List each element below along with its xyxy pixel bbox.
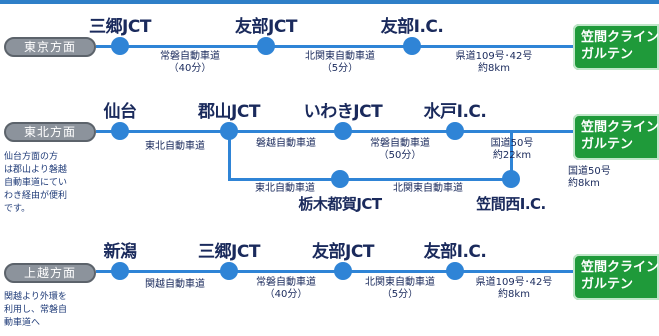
destination-badge: 笠間クライン ガルテン bbox=[573, 254, 659, 300]
node-misato-jct bbox=[111, 37, 129, 55]
station-label: 新潟 bbox=[103, 242, 138, 262]
route-branch-line bbox=[228, 131, 231, 181]
route-note: 関越より外環を 利用し、常磐自 動車道へ bbox=[4, 292, 68, 328]
station-label: 栃木都賀JCT bbox=[298, 195, 382, 213]
segment-label: 国道50号 約8km bbox=[568, 166, 611, 189]
node-koriyama-jct bbox=[220, 122, 238, 140]
station-label: 水戸I.C. bbox=[423, 102, 487, 122]
segment-label: 県道109号･42号 約8km bbox=[455, 51, 533, 74]
direction-label-tohoku: 東北方面 bbox=[4, 122, 96, 142]
node-tomobe-ic bbox=[446, 262, 464, 280]
destination-badge: 笠間クライン ガルテン bbox=[573, 24, 659, 70]
segment-label: 磐越自動車道 bbox=[256, 138, 316, 149]
segment-label: 常磐自動車道 （40分） bbox=[256, 277, 316, 300]
node-mito-ic bbox=[446, 122, 464, 140]
station-label: 笠間西I.C. bbox=[476, 195, 546, 213]
route-note: 仙台方面の方 は郡山より磐越 自動車道にてい わき経由が便利 です。 bbox=[4, 152, 68, 214]
segment-label: 東北自動車道 bbox=[145, 141, 205, 152]
direction-label-tokyo: 東京方面 bbox=[4, 37, 96, 57]
station-label: 友部I.C. bbox=[423, 242, 487, 262]
node-iwaki-jct bbox=[334, 122, 352, 140]
segment-label: 北関東自動車道 （5分） bbox=[305, 51, 375, 74]
segment-label: 県道109号･42号 約8km bbox=[475, 277, 553, 300]
station-label: 郡山JCT bbox=[198, 102, 260, 122]
station-label: 三郷JCT bbox=[198, 242, 260, 262]
station-label: 友部I.C. bbox=[380, 17, 444, 37]
station-label: 友部JCT bbox=[312, 242, 374, 262]
route-connector-line bbox=[510, 131, 513, 181]
node-tomobe-jct bbox=[334, 262, 352, 280]
node-tochigi-tsuga-jct bbox=[331, 170, 349, 188]
segment-label: 東北自動車道 bbox=[255, 183, 315, 194]
route-line-tohoku-lower bbox=[228, 178, 512, 181]
node-kasama-nishi-ic bbox=[502, 170, 520, 188]
direction-label-joetsu: 上越方面 bbox=[4, 263, 96, 283]
node-tomobe-ic bbox=[403, 37, 421, 55]
station-label: 友部JCT bbox=[235, 17, 297, 37]
segment-label: 北関東自動車道 （5分） bbox=[365, 277, 435, 300]
segment-label: 常磐自動車道 （40分） bbox=[160, 51, 220, 74]
segment-label: 国道50号 約22km bbox=[490, 138, 534, 161]
top-rule bbox=[0, 0, 659, 4]
destination-badge: 笠間クライン ガルテン bbox=[573, 114, 659, 160]
route-line-tokyo bbox=[96, 45, 573, 48]
node-sendai bbox=[111, 122, 129, 140]
node-misato-jct bbox=[220, 262, 238, 280]
segment-label: 常磐自動車道 （50分） bbox=[370, 138, 430, 161]
node-tomobe-jct bbox=[257, 37, 275, 55]
station-label: いわきJCT bbox=[303, 102, 383, 122]
station-label: 仙台 bbox=[103, 102, 138, 122]
segment-label: 関越自動車道 bbox=[145, 279, 205, 290]
node-niigata bbox=[111, 262, 129, 280]
segment-label: 北関東自動車道 bbox=[393, 183, 463, 194]
station-label: 三郷JCT bbox=[89, 17, 151, 37]
